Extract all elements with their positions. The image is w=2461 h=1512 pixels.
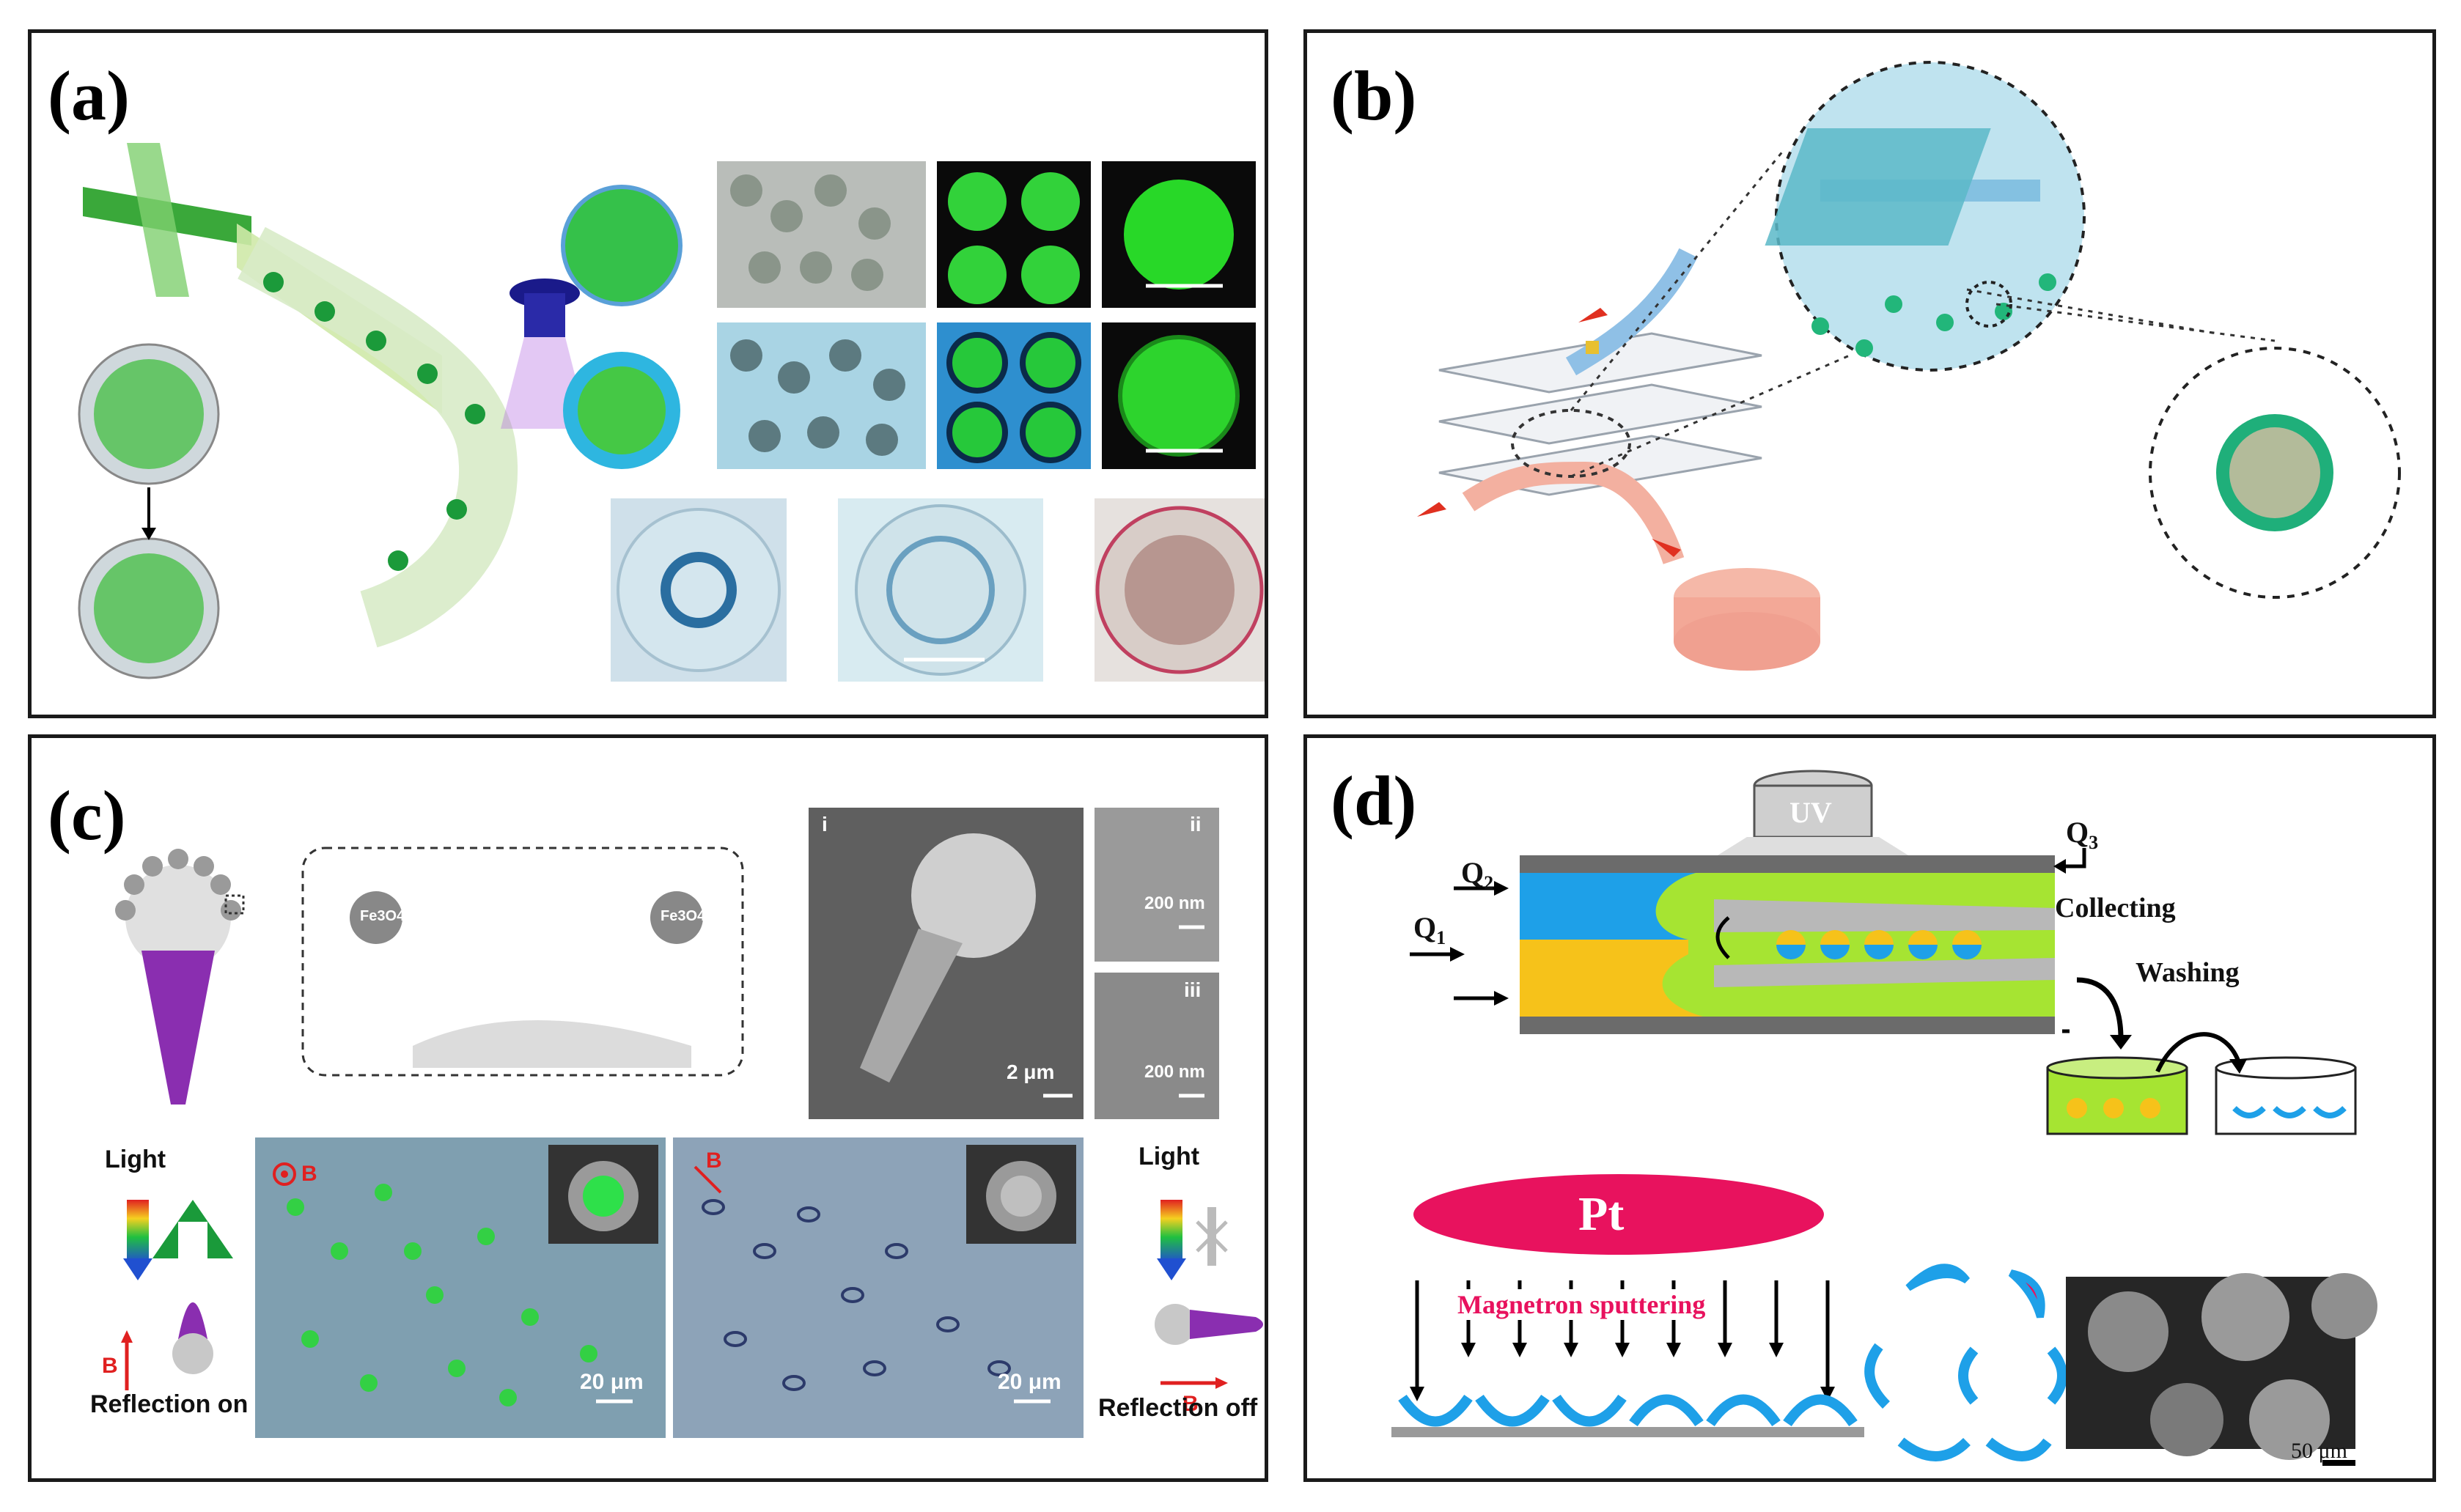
janus-droplets-in-channel [1776,930,1982,959]
b-field-label-right: B [1182,1392,1199,1416]
particle-zoom-before [78,343,220,485]
scale-bar-20um-a: 20 μm [580,1370,644,1394]
reflection-off-label: Reflection off [1098,1394,1258,1422]
flow-label-q1: Q1 [1413,911,1446,948]
panel-c: (c) [28,734,1268,1482]
flow-label-q3: Q3 [2066,816,2099,853]
flow-label-q2: Q2 [1461,856,1494,893]
crescent-particles [1864,1264,2067,1461]
sem-label-ii: ii [1190,813,1202,836]
scale-bar-50um: 50 μm [2291,1439,2347,1463]
collecting-label: Collecting [2055,893,2176,923]
scale-bar-200nm-b: 200 nm [1144,1062,1205,1082]
panel-b: (b) [1303,29,2436,718]
panel-a-illustration [78,143,1265,682]
uv-label: UV [1789,796,1832,829]
micrograph-b-label-right: B [706,1148,722,1173]
washing-label: Washing [2136,957,2240,988]
janus-microparticle [115,849,245,1105]
panel-c-label: (c) [48,776,126,855]
panel-a: (a) [28,29,1268,718]
b-field-label-left: B [102,1354,118,1378]
panel-b-illustration [1417,61,2401,671]
magnetron-sputtering-label: Magnetron sputtering [1457,1289,1706,1320]
fe3o4-label-left: Fe3O4 [360,908,405,924]
particle-zoom-after [78,537,220,679]
micrograph-b-label-left: B [301,1162,317,1186]
panel-d: (d) [1303,734,2436,1482]
sem-label-i: i [822,813,828,836]
scale-bar-2um: 2 μm [1007,1061,1055,1083]
scale-bar-20um-b: 20 μm [998,1370,1062,1394]
microfluidic-cross-junction [83,143,518,648]
scale-bar-200nm-a: 200 nm [1144,893,1205,913]
pt-target-label: Pt [1578,1187,1625,1241]
reflection-on-label: Reflection on [90,1390,249,1418]
light-label-left: Light [105,1146,166,1173]
fe3o4-label-right: Fe3O4 [661,908,706,924]
panel-a-label: (a) [48,56,130,135]
sem-label-iii: iii [1184,978,1202,1001]
panel-b-label: (b) [1331,56,1417,135]
panel-c-illustration [115,808,1263,1438]
droplets-in-channel [263,272,485,571]
light-label-right: Light [1138,1143,1200,1170]
panel-d-illustration [1391,770,2377,1466]
panel-d-label: (d) [1331,761,1417,840]
